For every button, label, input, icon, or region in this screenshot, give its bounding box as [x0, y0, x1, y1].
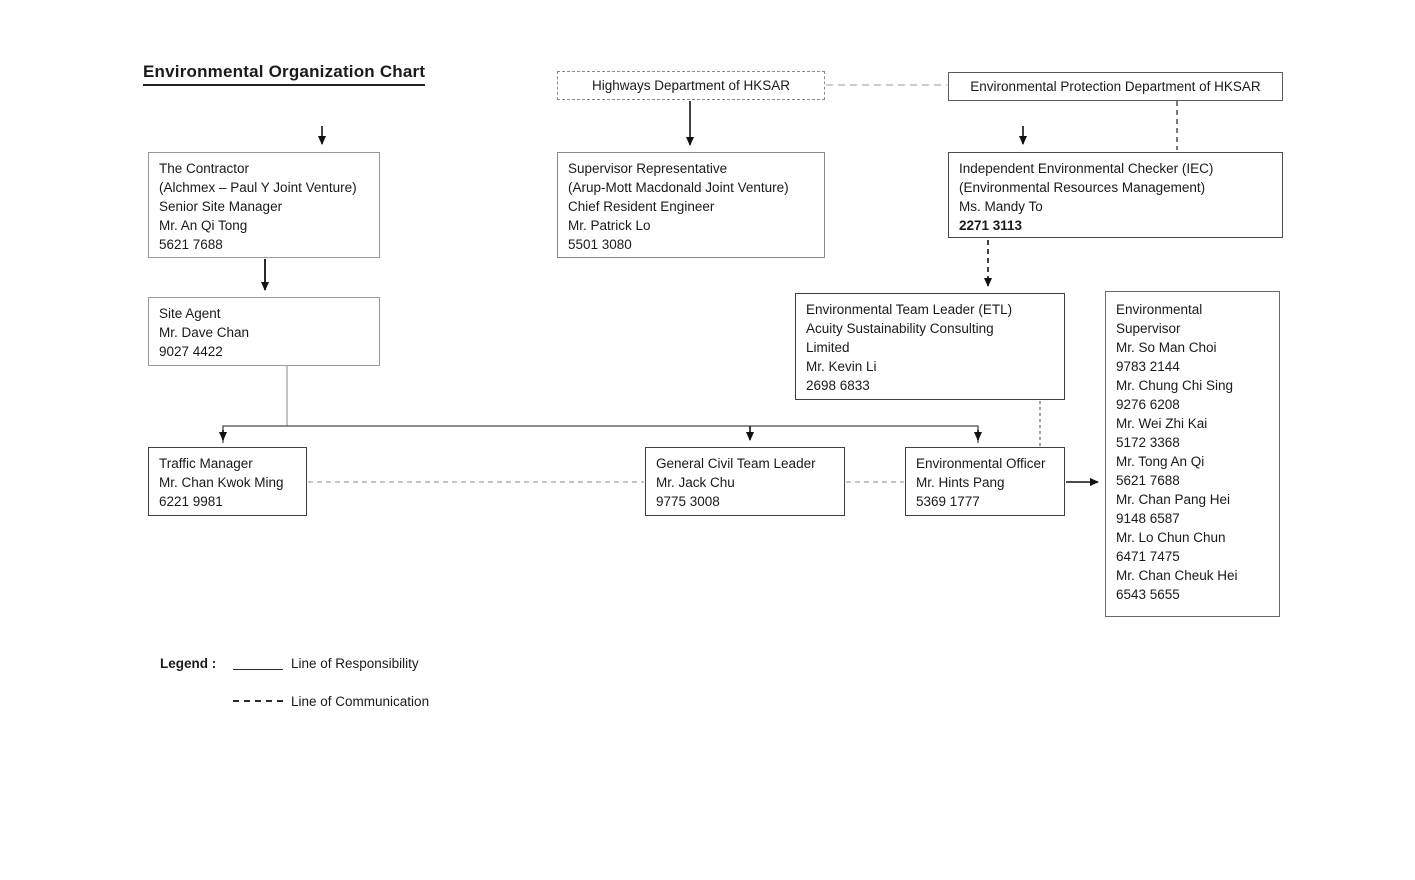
text-line: Senior Site Manager	[159, 199, 283, 214]
text-line: The Contractor	[159, 161, 250, 176]
text-line: 2698 6833	[806, 378, 870, 393]
text-line: Mr. Chan Pang Hei	[1116, 492, 1231, 507]
text-line: 6471 7475	[1116, 549, 1180, 564]
text-line: General Civil Team Leader	[656, 456, 816, 471]
solid-line-sample	[233, 669, 283, 670]
legend-row-communication: Line of Communication	[160, 690, 429, 712]
text-line: Mr. Lo Chun Chun	[1116, 530, 1226, 545]
text-line: Traffic Manager	[159, 456, 253, 471]
text-line: 5369 1777	[916, 494, 980, 509]
box-supervisor-representative: Supervisor Representative (Arup-Mott Macd…	[557, 152, 825, 258]
text-line: 9276 6208	[1116, 397, 1180, 412]
text-line: 6543 5655	[1116, 587, 1180, 602]
text-line: Mr. Kevin Li	[806, 359, 877, 374]
text-line: 9027 4422	[159, 344, 223, 359]
box-epd-label: Environmental Protection Department of H…	[970, 79, 1261, 94]
text-line: Mr. Chan Cheuk Hei	[1116, 568, 1238, 583]
text-line: 5621 7688	[159, 237, 223, 252]
text-line: 6221 9981	[159, 494, 223, 509]
legend-communication-label: Line of Communication	[291, 693, 430, 709]
text-line: Mr. So Man Choi	[1116, 340, 1217, 355]
text-line: (Arup-Mott Macdonald Joint Venture)	[568, 180, 789, 195]
dashed-line-sample	[233, 700, 283, 702]
text-line: (Alchmex – Paul Y Joint Venture)	[159, 180, 357, 195]
legend-row-responsibility: Legend : Line of Responsibility	[160, 652, 429, 674]
page-title: Environmental Organization Chart	[143, 62, 426, 86]
text-line: 2271 3113	[959, 218, 1023, 233]
text-line: Environmental Team Leader (ETL)	[806, 302, 1013, 317]
text-line: Mr. Chan Kwok Ming	[159, 475, 284, 490]
text-line: Mr. Dave Chan	[159, 325, 250, 340]
text-line: Limited	[806, 340, 850, 355]
legend-heading: Legend :	[160, 655, 217, 671]
text-line: Environmental	[1116, 302, 1203, 317]
text-line: Environmental Officer	[916, 456, 1046, 471]
text-line: 9775 3008	[656, 494, 720, 509]
text-line: Site Agent	[159, 306, 221, 321]
box-highways-department: Highways Department of HKSAR	[557, 71, 825, 100]
line-horizontal-bus	[222, 425, 979, 443]
text-line: Mr. An Qi Tong	[159, 218, 248, 233]
text-line: Acuity Sustainability Consulting	[806, 321, 994, 336]
text-line: Chief Resident Engineer	[568, 199, 715, 214]
text-line: Mr. Wei Zhi Kai	[1116, 416, 1208, 431]
text-line: Mr. Jack Chu	[656, 475, 735, 490]
text-line: Ms. Mandy To	[959, 199, 1043, 214]
box-environmental-team-leader: Environmental Team Leader (ETL) Acuity Su…	[795, 293, 1065, 400]
text-line: 5501 3080	[568, 237, 632, 252]
box-contractor: The Contractor (Alchmex – Paul Y Joint Ve…	[148, 152, 380, 258]
text-line: 5172 3368	[1116, 435, 1180, 450]
legend-responsibility-label: Line of Responsibility	[291, 655, 419, 671]
text-line: Supervisor Representative	[568, 161, 728, 176]
box-independent-environmental-checker: Independent Environmental Checker (IEC) (…	[948, 152, 1283, 238]
text-line: (Environmental Resources Management)	[959, 180, 1206, 195]
text-line: Mr. Hints Pang	[916, 475, 1005, 490]
text-line: 9148 6587	[1116, 511, 1180, 526]
text-line: 5621 7688	[1116, 473, 1180, 488]
text-line: Mr. Patrick Lo	[568, 218, 651, 233]
text-line: Mr. Chung Chi Sing	[1116, 378, 1234, 393]
text-line: Mr. Tong An Qi	[1116, 454, 1205, 469]
text-line: Supervisor	[1116, 321, 1181, 336]
legend: Legend : Line of Responsibility Line of …	[160, 652, 429, 728]
text-line: Independent Environmental Checker (IEC)	[959, 161, 1214, 176]
box-highways-label: Highways Department of HKSAR	[591, 78, 791, 93]
text-line: 9783 2144	[1116, 359, 1180, 374]
box-environmental-protection-department: Environmental Protection Department of H…	[948, 72, 1283, 101]
